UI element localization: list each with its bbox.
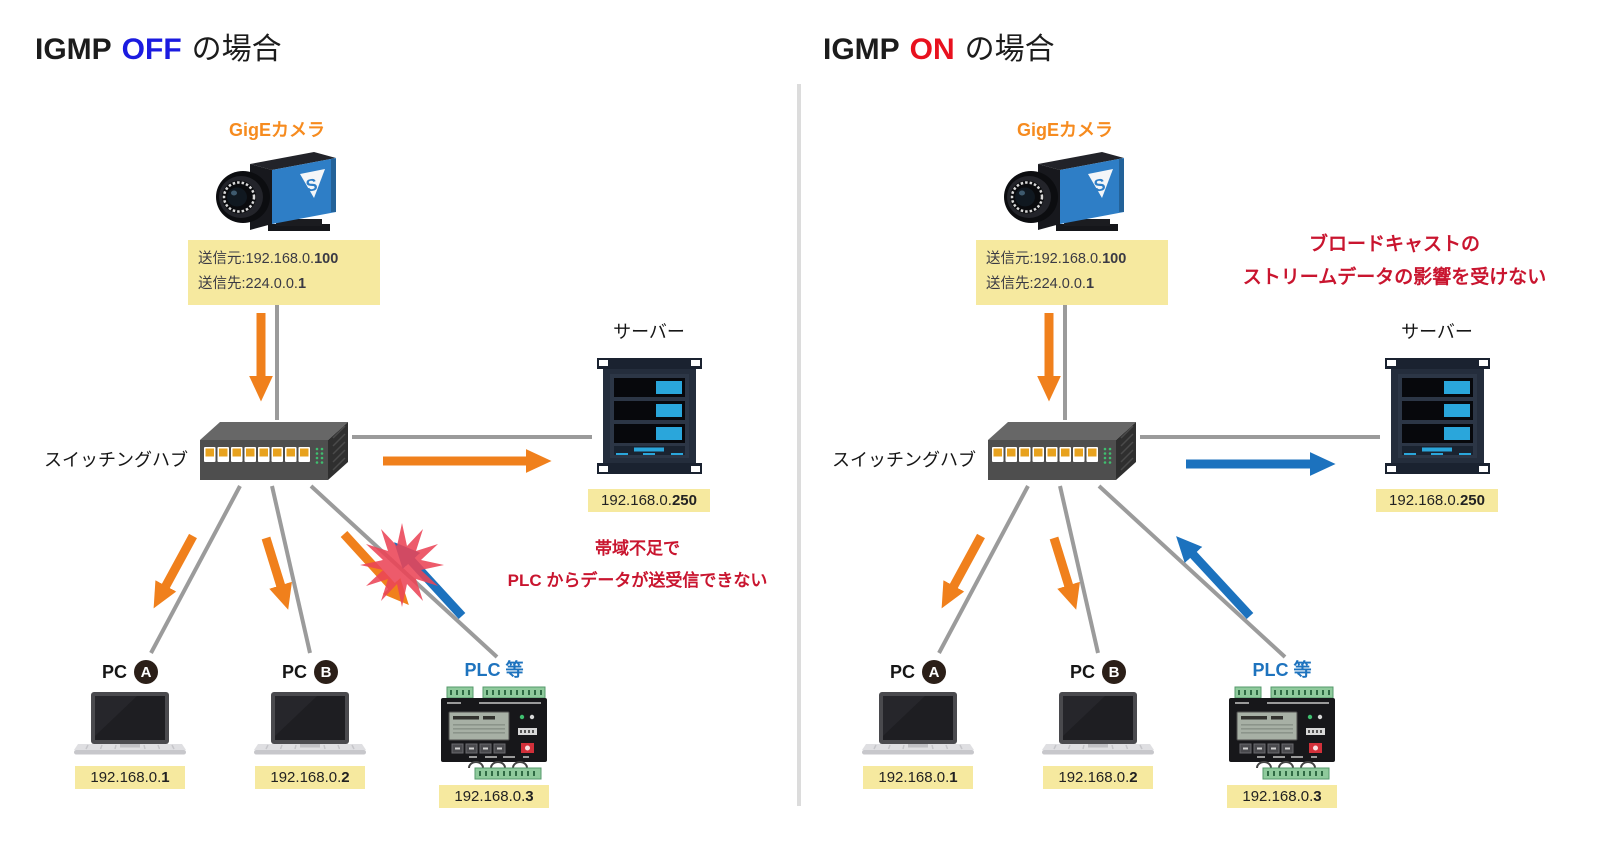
plc-label: PLC 等 <box>464 660 524 680</box>
pc-b-ip-label: 192.168.0.2 <box>1043 766 1153 789</box>
server-label: サーバー <box>1401 322 1473 342</box>
title-status: ON <box>909 33 955 66</box>
stream-arrow-hub-to-plc <box>340 530 409 605</box>
pc-b-label: PC B <box>282 660 338 684</box>
pc-a-badge: A <box>922 660 946 684</box>
laptop-icon <box>74 692 186 755</box>
wire-hub-to-plc <box>1097 484 1287 659</box>
plc-upload-arrow <box>394 542 466 620</box>
stream-dest-row: 送信先:224.0.0.1 <box>198 276 307 293</box>
laptop-icon <box>254 692 366 755</box>
panel-title: IGMP OFF の場合 <box>35 24 282 68</box>
pc-b-badge: B <box>1102 660 1126 684</box>
laptop-icon <box>1042 692 1154 755</box>
stream-source-row: 送信元:192.168.0.100 <box>986 251 1127 267</box>
stream-dest-row: 送信先:224.0.0.1 <box>986 276 1095 293</box>
title-status: OFF <box>121 33 182 66</box>
title-prefix: IGMP <box>823 33 900 66</box>
stream-arrow-hub-to-pc-a <box>153 533 197 609</box>
server-icon <box>597 358 702 474</box>
plc-label: PLC 等 <box>1252 660 1312 680</box>
plc-icon <box>441 686 547 780</box>
note-line-1: ブロードキャストの <box>1308 234 1480 255</box>
plc-icon <box>1229 686 1335 780</box>
title-suffix: の場合 <box>191 33 282 66</box>
camera-label: GigEカメラ <box>228 120 325 140</box>
pc-b-ip-label: 192.168.0.2 <box>255 766 365 789</box>
stream-arrow-hub-to-pc-b <box>1049 536 1080 610</box>
device-pc-b: PC B 192.168.0.2 <box>1042 660 1154 789</box>
panel-title: IGMP ON の場合 <box>823 24 1055 68</box>
panel-igmp-off: IGMP OFF の場合 GigEカメラ S 送信元:192.168.0.100 送… <box>0 0 790 850</box>
device-pc-a: PC A 192.168.0.1 <box>862 660 974 789</box>
device-pc-b: PC B 192.168.0.2 <box>254 660 366 789</box>
svg-text:S: S <box>304 175 318 196</box>
camera-stream-info: 送信元:192.168.0.100 送信先:224.0.0.1 <box>188 240 380 305</box>
laptop-icon <box>862 692 974 755</box>
server-icon <box>1385 358 1490 474</box>
pc-a-ip-label: 192.168.0.1 <box>75 766 185 789</box>
camera-stream-info: 送信元:192.168.0.100 送信先:224.0.0.1 <box>976 240 1168 305</box>
device-pc-a: PC A 192.168.0.1 <box>74 660 186 789</box>
pc-a-ip-label: 192.168.0.1 <box>863 766 973 789</box>
hub-label: スイッチングハブ <box>832 450 976 470</box>
device-plc: PLC 等 <box>1226 657 1338 808</box>
plc-ip-label: 192.168.0.3 <box>1227 785 1337 808</box>
note-line-2: ストリームデータの影響を受けない <box>1242 267 1547 289</box>
pc-b-label: PC B <box>1070 660 1126 684</box>
pc-a-label: PC A <box>102 660 158 684</box>
gige-camera-icon: S <box>216 152 336 231</box>
title-prefix: IGMP <box>35 33 112 66</box>
collision-burst-icon <box>360 523 444 607</box>
hub-label: スイッチングハブ <box>44 450 188 470</box>
stream-source-row: 送信元:192.168.0.100 <box>198 251 339 267</box>
plc-upload-arrow <box>1176 536 1254 620</box>
switching-hub-icon <box>988 422 1136 480</box>
panel-igmp-on: IGMP ON の場合 GigEカメラ S 送信元:192.168.0.100 送信… <box>788 0 1578 850</box>
switching-hub-icon <box>200 422 348 480</box>
pc-a-label: PC A <box>890 660 946 684</box>
problem-note: 帯域不足で PLC からデータが送受信できない <box>470 533 805 598</box>
device-plc: PLC 等 <box>438 657 550 808</box>
pc-a-badge: A <box>134 660 158 684</box>
svg-text:S: S <box>1092 175 1106 196</box>
note-line-1: 帯域不足で <box>595 539 680 558</box>
wire-hub-to-pc-a <box>937 485 1030 654</box>
note-line-2: PLC からデータが送受信できない <box>507 571 768 591</box>
stream-arrow-hub-to-pc-a <box>941 533 985 609</box>
wire-hub-to-pc-b <box>270 485 312 654</box>
panel-divider <box>797 84 801 806</box>
server-ip-label: 192.168.0.250 <box>588 489 710 512</box>
server-ip-label: 192.168.0.250 <box>1376 489 1498 512</box>
benefit-note: ブロードキャストの ストリームデータの影響を受けない <box>1222 228 1567 295</box>
wire-hub-to-pc-a <box>149 485 242 654</box>
server-label: サーバー <box>613 322 685 342</box>
stream-arrow-hub-to-pc-b <box>261 536 292 610</box>
title-suffix: の場合 <box>964 33 1055 66</box>
wire-hub-to-pc-b <box>1058 485 1100 654</box>
plc-ip-label: 192.168.0.3 <box>439 785 549 808</box>
gige-camera-icon: S <box>1004 152 1124 231</box>
camera-label: GigEカメラ <box>1016 120 1113 140</box>
pc-b-badge: B <box>314 660 338 684</box>
